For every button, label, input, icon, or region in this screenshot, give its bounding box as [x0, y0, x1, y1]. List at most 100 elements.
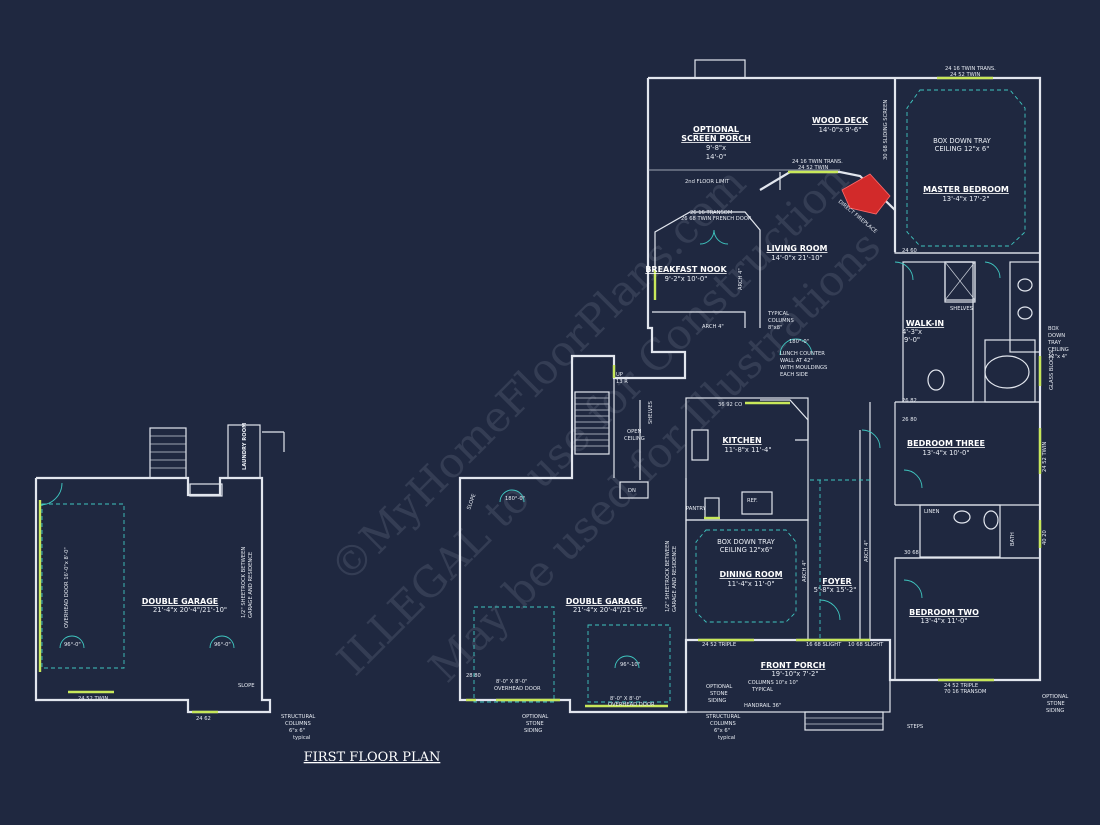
- open-ceiling-l1: OPEN: [627, 429, 641, 435]
- structural-columns-b-l3: 6"x 6": [289, 728, 305, 734]
- stone-siding-a-l3: SIDING: [524, 728, 542, 734]
- shelves-label: SHELVES: [950, 306, 973, 312]
- bedroom-two-name: BEDROOM TWO: [909, 608, 979, 617]
- typical-columns-l1: TYPICAL: [767, 311, 789, 317]
- stone-siding-c-l2: STONE: [1047, 701, 1065, 707]
- win-top-trans: 24 16 TWIN TRANS.: [945, 66, 996, 72]
- structural-columns-b-l1: STRUCTURAL: [281, 714, 315, 720]
- stone-siding-c-l1: OPTIONAL: [1042, 694, 1068, 700]
- overhead-door-a-label: OVERHEAD DOOR: [494, 686, 541, 692]
- master-bedroom-name: MASTER BEDROOM: [923, 185, 1009, 194]
- walk-in-name: WALK-IN: [906, 319, 944, 328]
- win-30-68-slide: 30 68 SLIDING SCREEN: [883, 100, 889, 160]
- win-10-68-slight: 10 68 SLIGHT: [848, 642, 884, 648]
- bath-label: BATH: [1010, 532, 1016, 546]
- stair-dn: DN: [628, 488, 636, 494]
- overhead-door-alt: OVERHEAD DOOR 16'-0"x 8'-0": [64, 547, 70, 628]
- stone-siding-c-l3: SIDING: [1046, 708, 1064, 714]
- living-room-name: LIVING ROOM: [766, 244, 827, 253]
- sheetrock-alt-l2: GARAGE AND RESIDENCE: [248, 552, 254, 618]
- win-24-62: 24 62: [196, 716, 211, 722]
- win-nook-door: 26 68 TWIN FRENCH DOOR: [681, 216, 752, 222]
- win-36-92-co: 36 92 CO: [718, 402, 742, 408]
- win-30-68: 30 68: [904, 550, 919, 556]
- structural-columns-b-l2: COLUMNS: [285, 721, 311, 727]
- win-16-68-slight: 16 68 SLIGHT: [806, 642, 842, 648]
- arch-tag-5b: 96°-0": [214, 642, 231, 648]
- structural-columns-a-l3: 6"x 6": [714, 728, 730, 734]
- stone-siding-b-l2: STONE: [710, 691, 728, 697]
- watermark-line-1: ©MyHomeFloorPlans.com: [320, 158, 755, 593]
- win-28-80: 28 80: [466, 673, 481, 679]
- wood-deck-dim: 14'-0"x 9'-6": [819, 126, 862, 134]
- open-ceiling-l2: CEILING: [624, 436, 645, 442]
- arch-living: ARCH 4": [738, 268, 744, 290]
- garage-main-dim: 21'-4"x 20'-4"/21'-10": [573, 606, 647, 614]
- dining-room-name: DINING ROOM: [719, 570, 782, 579]
- structural-columns-a-l1: STRUCTURAL: [706, 714, 740, 720]
- win-nook-transom: 26 16 TRANSOM: [690, 210, 732, 216]
- steps-label: STEPS: [907, 724, 923, 730]
- sheetrock-alt-l1: 1/2" SHEETROCK BETWEEN: [241, 547, 247, 618]
- arch-tags: 180°-0" 180°-0" 96°-10" 96°-0" 96°-0": [64, 339, 809, 668]
- win-24-52-twin: 24 52 TWIN: [1042, 442, 1048, 472]
- shelves-kitchen-label: SHELVES: [648, 401, 654, 424]
- typical-columns-l2: COLUMNS: [768, 318, 794, 324]
- breakfast-nook-name: BREAKFAST NOOK: [645, 265, 727, 274]
- plan-title: FIRST FLOOR PLAN: [304, 750, 441, 765]
- box-down-l5: 12"x 4": [1048, 354, 1067, 360]
- wood-deck-name: WOOD DECK: [812, 116, 869, 125]
- arch-tag-5a: 96°-0": [64, 642, 81, 648]
- structural-columns-b-l4: typical: [293, 735, 310, 741]
- dining-room-dim: 11'-4"x 11'-0": [727, 580, 774, 588]
- arch-tag-2: 180°-0": [505, 496, 525, 502]
- box-down-l4: CEILING: [1048, 347, 1069, 353]
- laundry-room-name: LAUNDRY ROOM: [242, 423, 248, 470]
- win-living-twin: 24 52 TWIN: [798, 165, 828, 171]
- master-ceiling-1: BOX DOWN TRAY: [933, 137, 992, 145]
- columns-typical-l2: TYPICAL: [751, 687, 773, 693]
- stone-siding-a-l1: OPTIONAL: [522, 714, 548, 720]
- win-40-20: 40 20: [1042, 530, 1048, 545]
- win-24-52-triple-fp: 24 52 TRIPLE: [702, 642, 736, 648]
- lunch-counter-l3: WITH MOULDINGS: [780, 365, 827, 371]
- overhead-door-b-label: OVERHEAD DOOR: [608, 702, 655, 708]
- win-26-82: 26 82: [902, 398, 917, 404]
- master-bedroom-dim: 13'-4"x 17'-2": [942, 195, 989, 203]
- pantry-label: PANTRY: [686, 506, 707, 512]
- structural-columns-a-l4: typical: [718, 735, 735, 741]
- sheetrock-main-l2: GARAGE AND RESIDENCE: [672, 546, 678, 612]
- box-down-l2: DOWN: [1048, 333, 1065, 339]
- slope-alt: SLOPE: [238, 683, 255, 689]
- door-swings: [39, 229, 1001, 669]
- front-porch-dim: 19'-10"x 7'-2": [771, 670, 818, 678]
- master-ceiling-2: CEILING 12"x 6": [935, 145, 990, 153]
- screen-porch-dim2: 14'-0": [706, 153, 726, 161]
- front-porch-name: FRONT PORCH: [761, 661, 826, 670]
- foyer-name: FOYER: [822, 577, 851, 586]
- arch-dining: ARCH 4": [802, 560, 808, 582]
- ref-label: REF.: [747, 498, 758, 504]
- room-labels: OPTIONAL SCREEN PORCH 9'-8"x 14'-0" WOOD…: [142, 116, 1009, 678]
- kitchen-name: KITCHEN: [722, 436, 761, 445]
- overhead-door-a-size: 8'-0" X 8'-0": [496, 679, 527, 685]
- box-down-l3: TRAY: [1047, 340, 1062, 346]
- arch-tag-1: 180°-0": [789, 339, 809, 345]
- dining-ceiling-2: CEILING 12"x6": [720, 546, 773, 554]
- columns-typical-l1: COLUMNS 10"x 10": [748, 680, 798, 686]
- win-24-60: 24 60: [902, 248, 917, 254]
- handrail-label: HANDRAIL 36": [744, 703, 781, 709]
- win-26-80: 26 80: [902, 417, 917, 423]
- win-24-52-twin-garage: 24 52 TWIN: [78, 696, 108, 702]
- win-70-16: 70 16 TRANSOM: [944, 689, 986, 695]
- sheetrock-main-l1: 1/2" SHEETROCK BETWEEN: [665, 541, 671, 612]
- windows: [466, 76, 1042, 708]
- walk-in-dim2: 9'-0": [904, 336, 920, 344]
- screen-porch-name-l1: OPTIONAL: [693, 125, 739, 134]
- living-room-dim: 14'-0"x 21'-10": [771, 254, 822, 262]
- win-24-52-triple: 24 52 TRIPLE: [944, 683, 978, 689]
- linen-label: LINEN: [924, 509, 940, 515]
- stair-up: UP: [616, 372, 623, 378]
- win-living-trans: 24 16 TWIN TRANS.: [792, 159, 843, 165]
